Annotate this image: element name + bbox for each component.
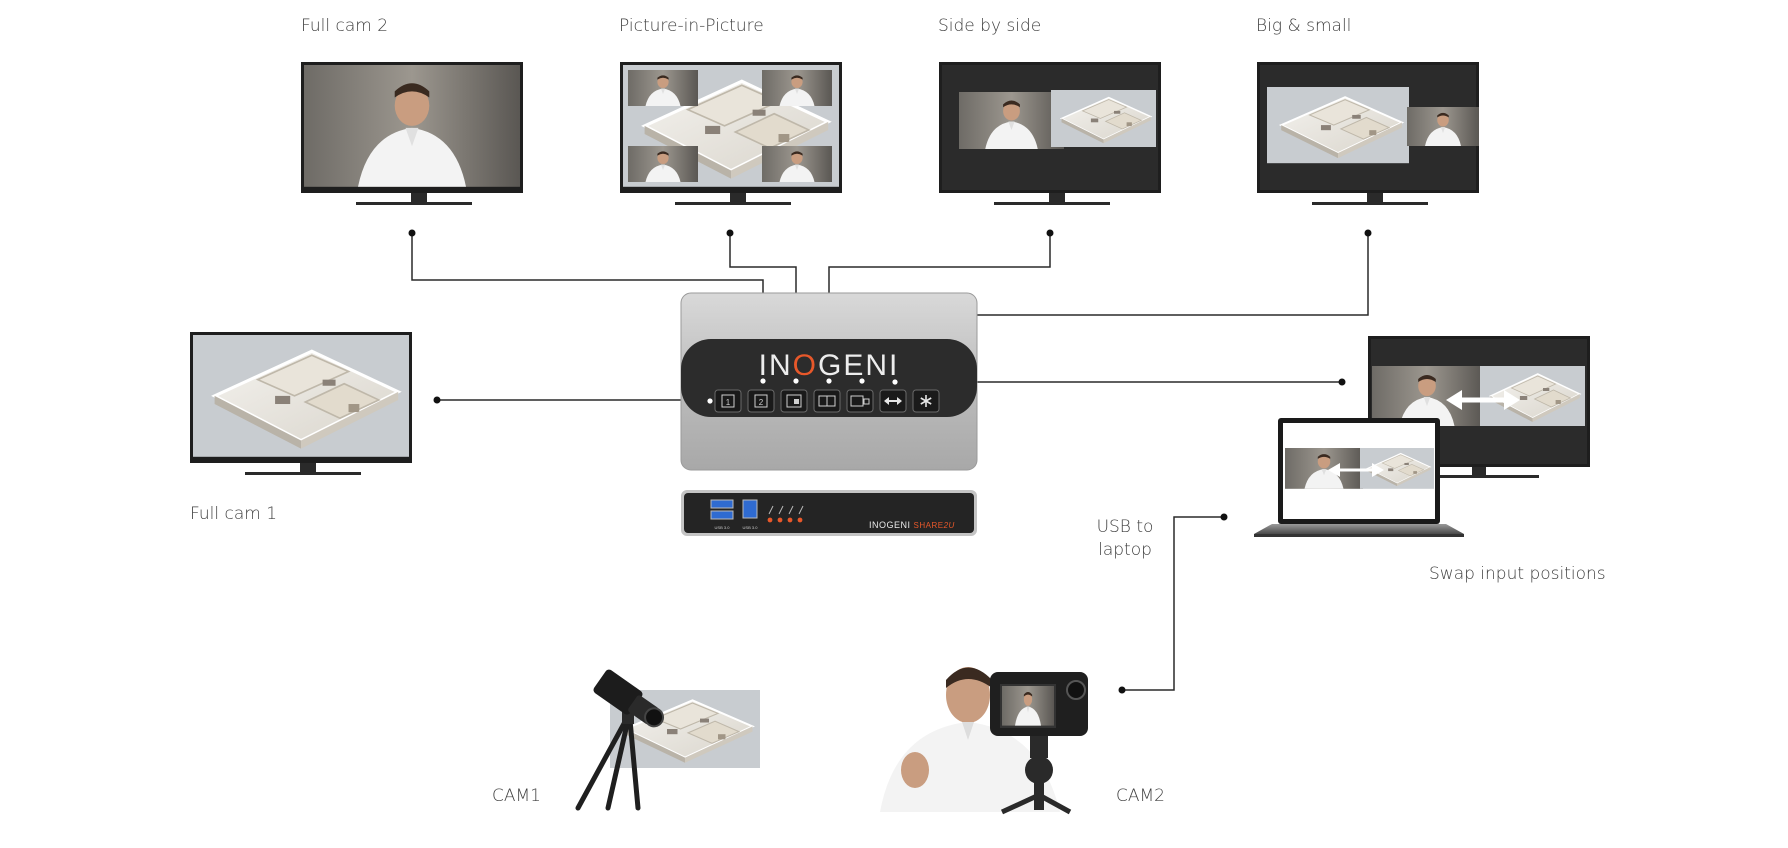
monitor-big-and-small — [1257, 62, 1479, 205]
label-picture-in-picture: Picture-in-Picture — [619, 16, 764, 36]
label-side-by-side: Side by side — [938, 16, 1042, 36]
monitor-full-cam-1 — [190, 332, 412, 475]
cam2-setup — [880, 667, 1088, 815]
device-button-sbs[interactable] — [813, 389, 841, 413]
device-button-settings[interactable] — [912, 389, 940, 413]
monitor-side-by-side — [939, 62, 1161, 205]
swap-arrows-icon-button — [884, 397, 902, 405]
rear-brand: INOGENI — [869, 520, 911, 530]
brand-suffix: GENI — [818, 349, 899, 382]
usb-port-1: USB 3.0 — [710, 499, 734, 530]
label-cam1: CAM1 — [492, 786, 541, 806]
laptop — [1254, 418, 1464, 537]
connection-dots — [408, 229, 1372, 694]
swap-arrows-icon-small — [1328, 463, 1384, 477]
swap-arrows-icon — [1446, 390, 1520, 410]
label-usb-to-laptop-line1: USB to — [1096, 517, 1154, 537]
device-button-swap[interactable] — [879, 389, 907, 413]
device-button-2[interactable]: 2 — [747, 389, 775, 413]
svg-text:INOGENI: INOGENI — [759, 349, 900, 382]
monitor-full-cam-2 — [301, 62, 523, 205]
monitor-picture-in-picture — [620, 62, 842, 205]
usb-port-2-label: USB 3.0 — [743, 525, 759, 530]
asterisk-icon — [920, 395, 932, 407]
rear-model: SHARE — [914, 521, 944, 530]
label-usb-to-laptop-line2: laptop — [1098, 540, 1152, 560]
usb-port-2: USB 3.0 — [742, 499, 759, 530]
device-button-bigsmall[interactable] — [846, 389, 874, 413]
label-full-cam-1: Full cam 1 — [190, 504, 278, 524]
svg-text:INOGENI SHARE2U: INOGENI SHARE2U — [869, 520, 955, 530]
label-cam2: CAM2 — [1116, 786, 1165, 806]
status-leds — [767, 517, 803, 523]
inogeni-device-rear: USB 3.0 USB 3.0 INOGENI SHARE2U — [681, 490, 977, 536]
device-button-1[interactable]: 1 — [714, 389, 742, 413]
camera-on-tripod — [990, 672, 1088, 815]
inogeni-device-front: INOGENI 1 2 — [680, 292, 978, 471]
cam1-setup — [575, 669, 762, 811]
usb-port-1-label: USB 3.0 — [715, 525, 731, 530]
pip-icon — [794, 399, 799, 404]
line-usb-laptop — [1122, 516, 1224, 691]
label-swap-input-positions: Swap input positions — [1429, 564, 1606, 584]
device-button-1-label: 1 — [726, 398, 731, 407]
label-usb-to-laptop: USB to laptop — [1090, 516, 1160, 562]
device-button-2-label: 2 — [759, 398, 764, 407]
label-big-and-small: Big & small — [1256, 16, 1352, 36]
big-small-icon — [850, 395, 864, 407]
brand-o: O — [793, 349, 818, 382]
brand-prefix: IN — [759, 349, 793, 382]
label-full-cam-2: Full cam 2 — [301, 16, 389, 36]
rear-model-suffix: 2U — [943, 521, 955, 530]
device-button-pip[interactable] — [780, 389, 808, 413]
